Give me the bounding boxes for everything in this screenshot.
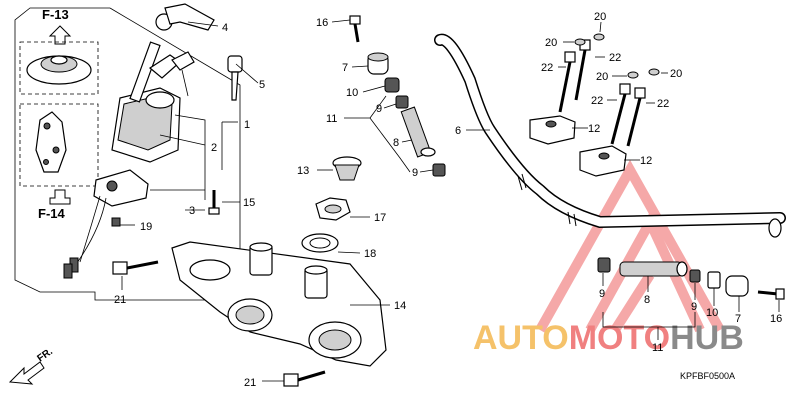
- label-17: 17: [374, 212, 386, 224]
- upper-holder-icon-a: [529, 115, 576, 145]
- label-6: 6: [455, 125, 461, 137]
- caps-icon: [574, 33, 660, 79]
- rod-icon: [400, 106, 436, 158]
- bolt-icon-upper: [112, 260, 159, 275]
- collar-icon-right: [707, 271, 721, 289]
- label-18: 18: [364, 248, 376, 260]
- front-arrow-icon: FR.: [8, 346, 55, 385]
- label-10-right: 10: [706, 307, 718, 319]
- label-16-top: 16: [316, 17, 328, 29]
- nut-icon-upper: [395, 95, 409, 109]
- label-8-right: 8: [644, 294, 650, 306]
- keys-icon: [148, 51, 195, 97]
- label-22-b: 22: [609, 52, 621, 64]
- label-7-right: 7: [735, 313, 741, 325]
- ignition-switch-icon: [111, 13, 181, 163]
- label-22-c: 22: [591, 95, 603, 107]
- arrow-up-icon: [48, 25, 72, 45]
- label-11-top: 11: [326, 113, 337, 125]
- handlebar-icon: [434, 33, 786, 238]
- screw-icon: [208, 190, 220, 215]
- end-weight-icon-right: [725, 275, 749, 297]
- left-leaders: [120, 21, 259, 226]
- watermark-hub: HUB: [670, 319, 744, 357]
- label-20-a: 20: [594, 11, 606, 23]
- label-20-b: 20: [545, 37, 557, 49]
- front-label: FR.: [35, 346, 55, 364]
- fuel-cap-icon: [26, 55, 92, 85]
- ref-f14: F-14: [38, 206, 66, 221]
- label-1: 1: [244, 119, 250, 131]
- nut-icon-lower: [432, 163, 446, 177]
- end-weight-icon: [367, 52, 389, 75]
- label-22-d: 22: [657, 98, 669, 110]
- nut-icon-right: [597, 257, 611, 273]
- ref-f13: F-13: [42, 7, 69, 22]
- label-13: 13: [297, 165, 309, 177]
- bolt-icon-lower: [283, 370, 326, 387]
- upper-holder-icon-b: [579, 145, 627, 177]
- label-22-a: 22: [541, 62, 553, 74]
- label-3: 3: [189, 205, 195, 217]
- label-21-lower: 21: [244, 377, 256, 389]
- label-2: 2: [211, 142, 217, 154]
- label-12-a: 12: [588, 123, 600, 135]
- diagram-code: KPFBF0500A: [680, 371, 735, 381]
- stem-nut-icon: [315, 197, 351, 221]
- bracket-icon: [35, 111, 67, 173]
- nut-icon-right-b: [689, 269, 701, 283]
- arrow-down-icon: [49, 189, 71, 205]
- label-20-d: 20: [670, 68, 682, 80]
- watermark-auto: AUTO: [473, 319, 569, 357]
- label-7-top: 7: [342, 62, 348, 74]
- bolt-16-icon: [349, 15, 361, 43]
- label-19: 19: [140, 221, 152, 233]
- label-9-top: 9: [376, 103, 382, 115]
- right-leaders: [602, 273, 780, 340]
- label-9-right: 9: [599, 288, 605, 300]
- label-4: 4: [222, 22, 228, 34]
- top-bridge-icon: [171, 241, 387, 367]
- rod-icon-right: [619, 261, 688, 277]
- label-11-right: 11: [652, 342, 663, 354]
- small-screw-icon: [111, 217, 121, 227]
- label-15: 15: [243, 197, 255, 209]
- key-icon: [227, 55, 243, 101]
- bolt-icon-right: [757, 288, 785, 300]
- watermark-text: AUTOMOTOHUB: [473, 319, 744, 357]
- label-5: 5: [259, 79, 265, 91]
- part-labels: 4 5 1 2 3 15 19 21 21 14 16 7 10 11 9 8 …: [114, 11, 782, 389]
- label-21-upper: 21: [114, 294, 126, 306]
- seat-lock-icon: [63, 169, 149, 279]
- label-10-top: 10: [346, 87, 358, 99]
- washer-icon: [301, 233, 339, 253]
- mounting-plate-icon: [164, 3, 215, 31]
- watermark-moto: MOTO: [569, 319, 670, 357]
- label-16-right: 16: [770, 313, 782, 325]
- label-9-mid: 9: [412, 167, 418, 179]
- label-14: 14: [394, 300, 406, 312]
- label-12-b: 12: [640, 155, 652, 167]
- label-20-c: 20: [596, 71, 608, 83]
- lock-set-group: F-13 F-14: [14, 3, 243, 301]
- collar-icon: [384, 77, 400, 93]
- label-8-top: 8: [393, 137, 399, 149]
- label-9-right-b: 9: [691, 301, 697, 313]
- dust-seal-icon: [332, 156, 362, 181]
